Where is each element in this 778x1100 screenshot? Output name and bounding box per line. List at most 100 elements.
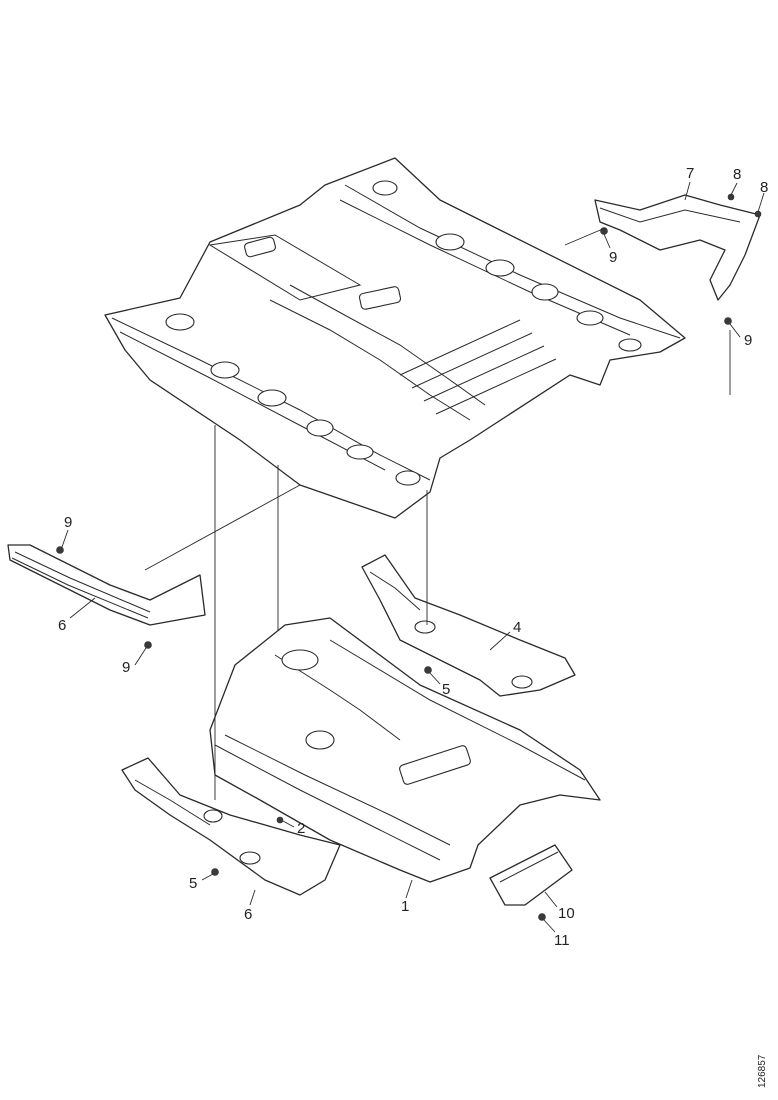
leader-7 — [684, 181, 691, 201]
floor-hole-5 — [346, 444, 374, 460]
bolt-9-left-lower — [144, 641, 152, 649]
front-floor-tunnel — [274, 654, 401, 741]
left-sill-rail — [111, 317, 431, 481]
leader-9-left — [61, 529, 69, 548]
leader-11 — [543, 919, 556, 933]
callout-8-a: 8 — [733, 166, 741, 183]
small-cover-plate-outline — [489, 844, 573, 906]
leader-10 — [544, 891, 558, 908]
bolt-2 — [276, 816, 284, 824]
leader-8b — [757, 192, 765, 213]
floor-hole-1 — [165, 313, 195, 331]
callout-4: 4 — [513, 619, 521, 636]
front-floor-outline — [209, 617, 601, 883]
floor-hole-11 — [576, 310, 604, 326]
callout-9-right: 9 — [744, 332, 752, 349]
left-reinforcement-outline — [7, 544, 206, 626]
rear-rib-1 — [399, 319, 521, 376]
rear-bracket-outline — [594, 194, 761, 301]
leader-5-left — [201, 873, 214, 881]
callout-labels: 7 8 8 9 9 9 6 9 4 5 2 5 6 1 10 11 — [58, 165, 768, 949]
front-floor-pan-recess — [399, 745, 471, 785]
leader-5-right — [429, 672, 441, 685]
left-reinforcement-rib-2 — [11, 557, 149, 619]
leader-lines — [61, 181, 765, 933]
floor-hole-7 — [372, 180, 398, 196]
rear-rib-3 — [423, 345, 545, 402]
callout-5-left: 5 — [189, 875, 197, 892]
central-tunnel — [269, 299, 471, 421]
right-floor-plate-hole-2 — [511, 675, 533, 689]
bolt-5-right — [424, 666, 432, 674]
floor-hole-3 — [257, 389, 287, 407]
left-floor-plate-hole-2 — [239, 851, 261, 865]
rear-bracket-rib — [599, 207, 741, 223]
floor-hole-2 — [210, 361, 240, 379]
leader-6-lower — [249, 889, 256, 906]
front-floor-hole-1 — [305, 730, 335, 750]
rear-bracket — [594, 194, 761, 301]
callout-11: 11 — [554, 932, 570, 949]
left-reinforcement-rib — [14, 551, 151, 613]
leader-9-left-lower — [134, 647, 147, 666]
left-floor-plate — [121, 757, 341, 896]
alignment-line-6 — [564, 227, 606, 246]
front-floor-hole-2 — [281, 649, 319, 671]
bolt-11 — [538, 913, 546, 921]
callout-9-left-lower: 9 — [122, 659, 130, 676]
leader-8a — [730, 182, 738, 196]
callout-8-b: 8 — [760, 179, 768, 196]
callout-9-left: 9 — [64, 514, 72, 531]
front-floor-sill — [214, 744, 441, 861]
small-cover-plate-rib — [499, 851, 559, 883]
leader-9-upper — [603, 233, 611, 249]
left-floor-plate-outline — [121, 757, 341, 896]
callout-6-upper: 6 — [58, 617, 66, 634]
left-side-reinforcement — [7, 544, 206, 626]
callout-1: 1 — [401, 898, 409, 915]
right-floor-plate-hole — [414, 620, 436, 634]
front-floor-rail — [329, 639, 586, 781]
bolt-9-right — [724, 317, 732, 325]
leader-4 — [489, 631, 511, 651]
right-floor-plate-outline — [361, 554, 576, 697]
left-floor-plate-rib — [134, 779, 211, 826]
leader-2 — [282, 820, 295, 828]
right-sill-rail — [344, 184, 681, 339]
front-floor-sill-inner — [224, 734, 451, 846]
bolt-9-left — [56, 546, 64, 554]
callout-9-upper: 9 — [609, 249, 617, 266]
floor-pocket-1 — [244, 236, 276, 258]
leader-6-upper — [69, 597, 96, 619]
front-floor-panel — [209, 617, 601, 883]
callout-5-right: 5 — [442, 681, 450, 698]
leader-1 — [405, 879, 413, 899]
callout-10: 10 — [558, 905, 575, 922]
left-floor-plate-hole — [203, 809, 223, 823]
bolt-5-left — [211, 868, 219, 876]
callout-6-lower: 6 — [244, 906, 252, 923]
right-floor-plate — [361, 554, 576, 697]
left-sill-rail-inner — [119, 331, 386, 471]
floor-hole-4 — [306, 419, 334, 437]
leader-9-right — [729, 323, 741, 338]
callout-7: 7 — [686, 165, 694, 182]
floor-hole-9 — [485, 259, 515, 277]
floor-hole-8 — [435, 233, 465, 251]
floor-hole-10 — [531, 283, 559, 301]
reference-code: 126857 — [757, 1054, 768, 1088]
callout-2: 2 — [297, 820, 305, 837]
floor-hole-6 — [395, 470, 421, 486]
right-floor-plate-rib — [369, 571, 421, 611]
floor-hole-12 — [618, 338, 642, 352]
central-tunnel-edge — [289, 284, 486, 406]
upper-floor-assembly — [104, 157, 686, 519]
floor-pocket-2 — [358, 286, 402, 310]
rear-rib-4 — [435, 358, 557, 415]
small-cover-plate — [489, 844, 573, 906]
alignment-line-4 — [144, 484, 301, 571]
rear-rib-2 — [411, 332, 533, 389]
cross-member — [208, 234, 362, 301]
